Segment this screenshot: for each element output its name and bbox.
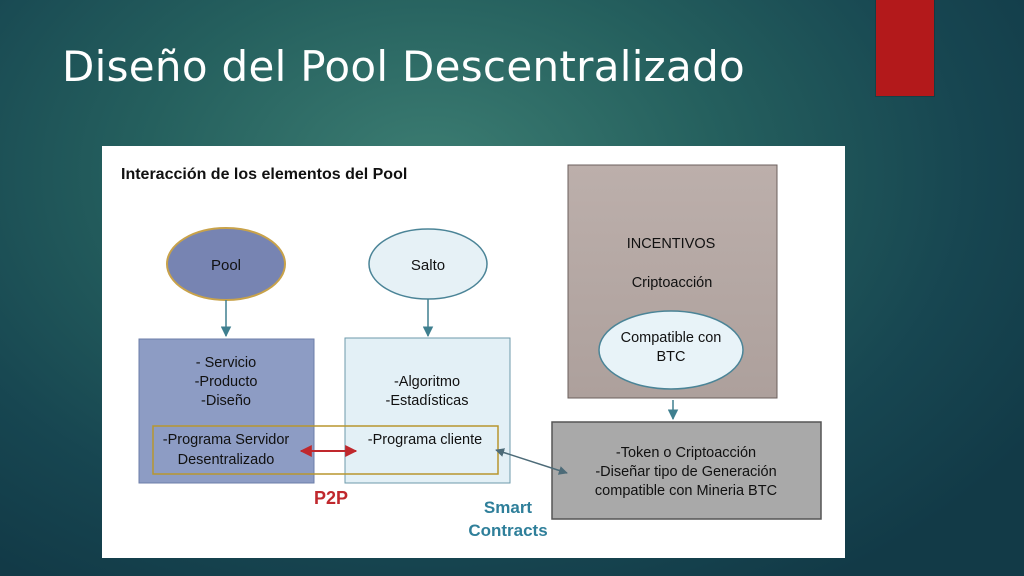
services-box <box>138 338 315 484</box>
smart-contract-arrow <box>495 448 568 475</box>
incentives-title: INCENTIVOS <box>627 236 716 252</box>
services-line-1: - Servicio <box>196 355 256 371</box>
token-line-1: -Token o Criptoacción <box>616 445 756 461</box>
pool-node-label: Pool <box>211 257 241 274</box>
smart-contracts-line-2: Contracts <box>468 521 547 540</box>
services-line-3: -Diseño <box>201 393 251 409</box>
incentives-subtitle: Criptoacción <box>632 275 713 291</box>
p2p-label: P2P <box>314 488 348 508</box>
salto-node-label: Salto <box>411 257 445 274</box>
diagram-panel: Interacción de los elementos del Pool Po… <box>102 146 845 558</box>
server-program-line-2: Desentralizado <box>178 452 275 468</box>
slide-title: Diseño del Pool Descentralizado <box>62 42 746 91</box>
diagram-heading: Interacción de los elementos del Pool <box>121 166 407 183</box>
server-program-line-1: -Programa Servidor <box>163 432 290 448</box>
btc-compatible-line-2: BTC <box>657 349 686 365</box>
btc-compatible-node <box>598 310 744 390</box>
title-accent-bar <box>876 0 934 96</box>
token-line-2: -Diseñar tipo de Generación <box>595 464 776 480</box>
diagram-canvas: Interacción de los elementos del Pool Po… <box>121 164 822 540</box>
smart-contracts-line-1: Smart <box>484 498 533 517</box>
algorithm-box <box>344 337 511 484</box>
algorithm-line-1: -Algoritmo <box>394 374 460 390</box>
token-line-3: compatible con Mineria BTC <box>595 483 777 499</box>
token-box <box>551 421 822 520</box>
btc-compatible-line-1: Compatible con <box>621 330 722 346</box>
client-program-line: -Programa cliente <box>368 432 482 448</box>
services-line-2: -Producto <box>195 374 258 390</box>
algorithm-line-2: -Estadísticas <box>386 393 469 409</box>
